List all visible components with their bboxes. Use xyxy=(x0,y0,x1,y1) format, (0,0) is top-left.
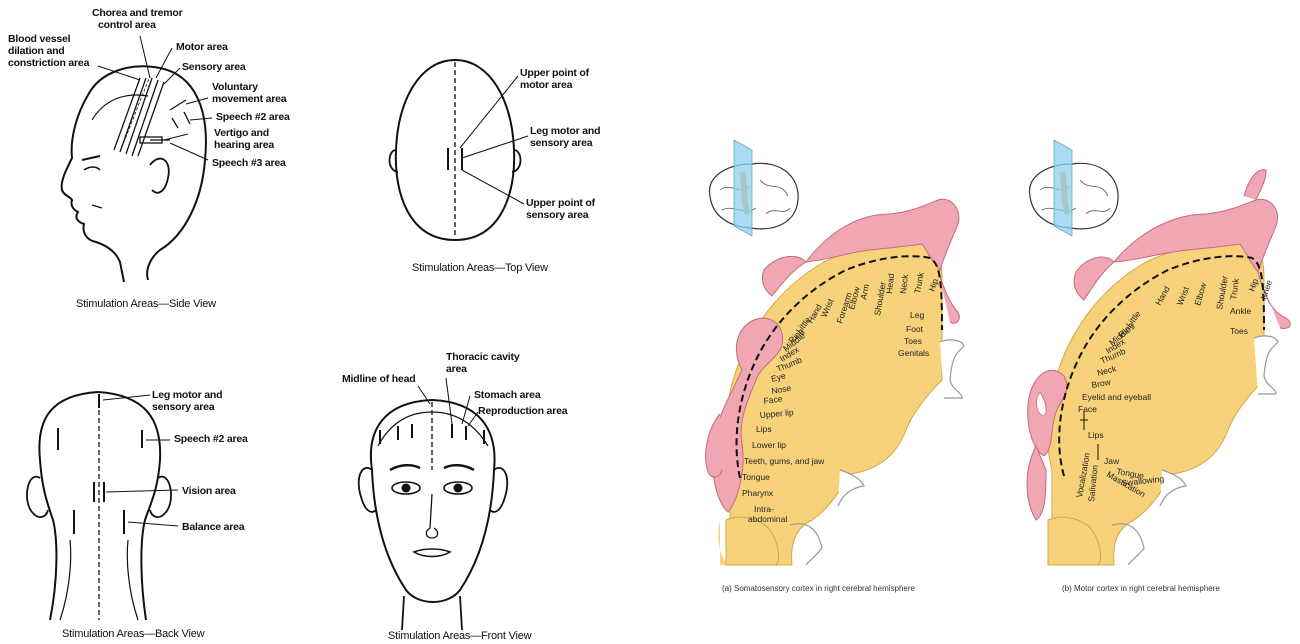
svg-text:Lips: Lips xyxy=(1088,430,1104,440)
svg-text:Face: Face xyxy=(1078,404,1097,414)
motor-caption: (b) Motor cortex in right cerebral hemis… xyxy=(1062,584,1220,593)
svg-text:Jaw: Jaw xyxy=(1104,456,1120,466)
svg-text:Eyelid and eyeball: Eyelid and eyeball xyxy=(1082,392,1151,402)
svg-text:Toes: Toes xyxy=(1230,326,1248,336)
svg-text:Ankle: Ankle xyxy=(1230,306,1252,316)
